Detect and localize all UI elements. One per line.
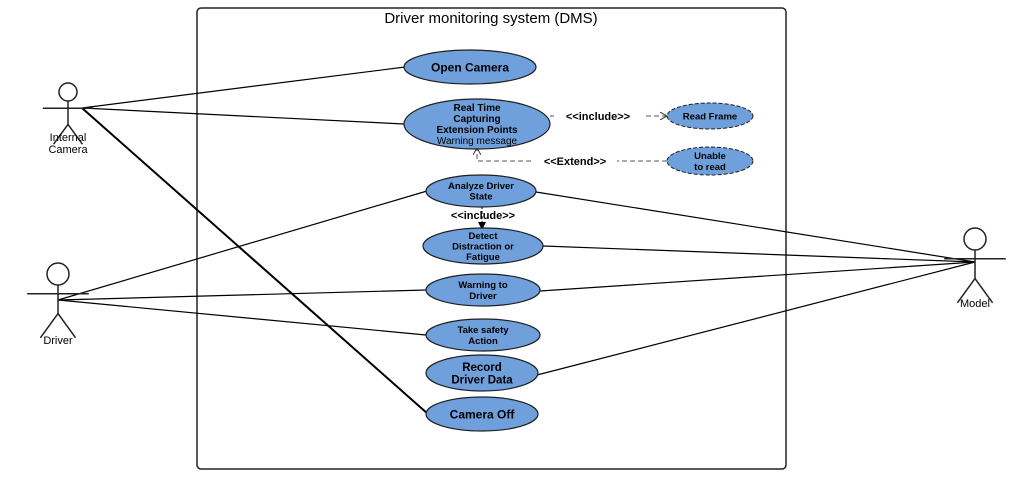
extend-unable-label: <<Extend>> [544,156,606,168]
use-case-label-line: State [469,192,492,203]
actor-leg-right [67,123,84,145]
assoc-camera-capture [81,107,405,125]
assoc-driver-safety [57,299,427,336]
use-case-ellipse [403,98,551,150]
actor-driver[interactable]: Driver [27,262,89,347]
actor-leg-left [39,313,59,339]
actor-leg-left [52,123,69,145]
actor-leg-right [974,278,994,304]
use-case-label-line: Fatigue [466,252,500,263]
use-case-label-line: Capturing [453,114,500,125]
actor-label: Driver [43,335,73,347]
actor-head [963,227,987,251]
use-case-label-line: Warning to [458,280,507,291]
use-case-read-frame[interactable]: Read Frame [666,102,754,130]
use-case-label-line: Read Frame [683,111,737,122]
use-case-label-line: Analyze Driver [448,181,514,192]
assoc-model-warning [539,261,976,292]
actor-leg-left [956,278,976,304]
use-case-label-line: to read [694,162,726,173]
use-case-label-line: Real Time [453,103,500,114]
actor-leg-right [57,313,77,339]
use-case-label-line: Warning message [437,136,518,147]
use-case-ellipse [666,146,754,176]
system-title: Driver monitoring system (DMS) [384,10,597,27]
assoc-model-analyze [535,191,976,263]
use-case-label-line: Take safety [457,325,509,336]
include-read-frame-label: <<include>> [566,111,630,123]
actor-label: Model [960,298,990,310]
use-case-ellipse [422,227,544,265]
use-case-label-line: Distraction or [452,241,514,252]
use-case-label-line: Record [462,362,502,374]
use-case-ellipse [425,273,541,307]
use-case-label-line: Action [468,336,498,347]
actor-model[interactable]: Model [944,227,1006,310]
assoc-driver-analyze [57,190,428,301]
use-case-ellipse [425,174,537,208]
use-case-camera-off[interactable]: Camera Off [425,396,539,432]
use-case-label-line: Camera Off [450,407,516,421]
use-case-open-camera[interactable]: Open Camera [403,49,537,85]
use-case-ellipse [403,49,537,85]
assoc-model-detect [542,245,976,263]
actor-label: Internal [50,132,87,144]
actor-label: Camera [48,144,88,156]
assoc-camera-open [81,66,406,109]
associations [57,66,976,415]
assoc-model-record [536,261,976,376]
use-case-label-line: Driver Data [451,374,513,386]
assoc-camera-off [81,107,429,415]
actor-head [46,262,70,286]
dependencies: <<include>> <<Extend>> <<include>> [451,108,667,230]
include-detect-label: <<include>> [451,210,515,222]
use-case-ellipse [666,102,754,130]
use-case-label-line: Detect [468,231,498,242]
use-case-label-line: Driver [469,291,497,302]
use-case-ellipse [425,318,541,352]
use-case-label-line: Unable [694,151,726,162]
use-case-ellipse [425,396,539,432]
use-case-ellipse [425,354,539,392]
assoc-driver-warning [57,289,427,301]
use-case-label-line: Open Camera [431,60,509,74]
use-case-label-line: Extension Points [436,125,518,136]
actor-head [58,82,78,102]
